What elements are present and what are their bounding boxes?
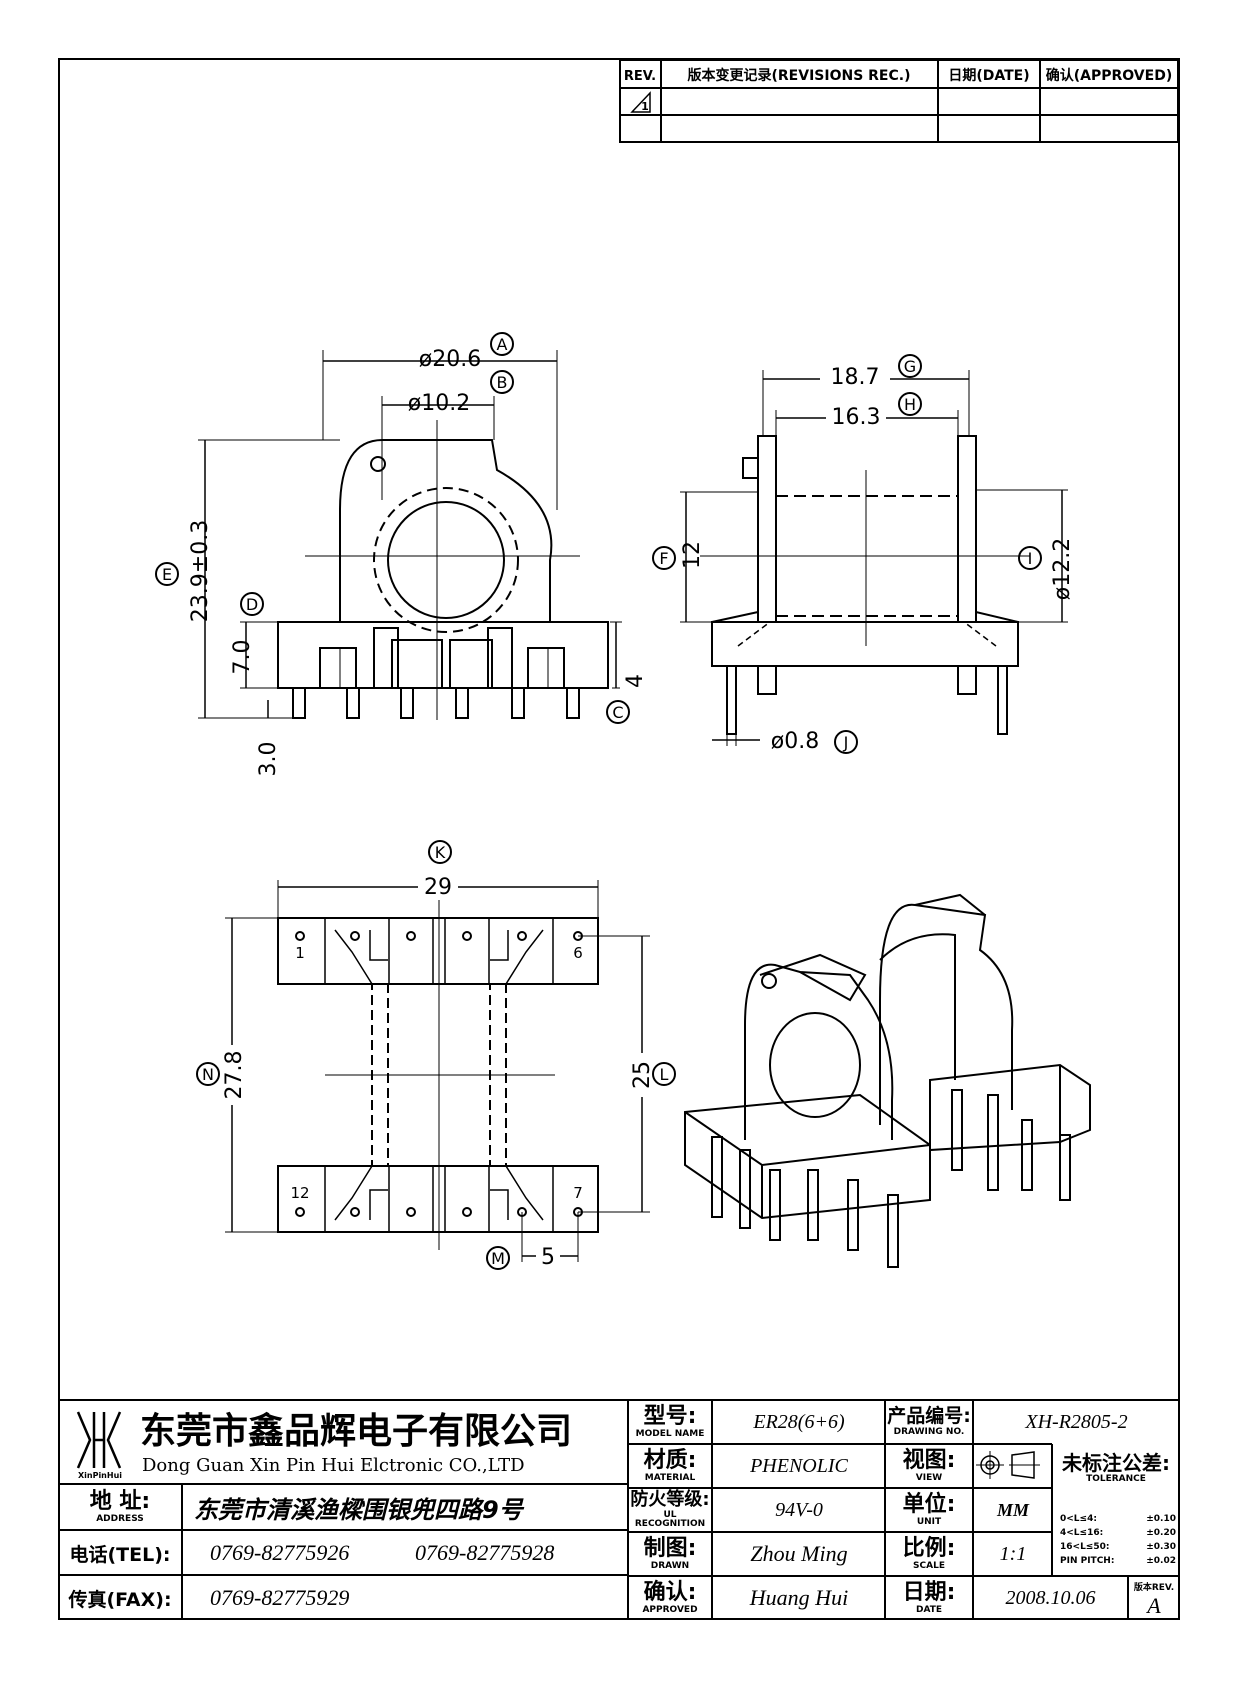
tel-label: 电话(TEL): (69, 1543, 171, 1566)
tolerance-row: 4<L≤16:±0.20 (1060, 1528, 1176, 1538)
title-block-grid (58, 1399, 1180, 1620)
version-label: 版本REV. (1133, 1582, 1175, 1593)
material-value: PHENOLIC (750, 1454, 848, 1477)
drawn-label: 制图:DRAWN (643, 1535, 697, 1571)
dim-a-letter: A (490, 332, 514, 356)
pin-number-1: 1 (295, 944, 305, 962)
dim-c-letter: C (606, 700, 630, 724)
scale-value: 1:1 (999, 1542, 1027, 1565)
ul-value: 94V-0 (775, 1498, 823, 1521)
bottom-view (277, 900, 599, 1250)
rev-header: REV. (624, 69, 656, 84)
dim-e-value: 23.9±0.3 (187, 519, 213, 623)
revision-table (619, 59, 1179, 143)
dim-b-letter: B (490, 370, 514, 394)
tolerance-row: 16<L≤50:±0.30 (1060, 1542, 1176, 1552)
tolerance-table: 0<L≤4:±0.10 4<L≤16:±0.20 16<L≤50:±0.30 P… (1060, 1512, 1176, 1568)
pin-number-7: 7 (573, 1184, 583, 1202)
dim-c-value: 4 (622, 674, 648, 688)
tel-value-2: 0769-82775928 (415, 1540, 555, 1565)
fax-value: 0769-82775929 (210, 1585, 350, 1610)
dim-f-letter: F (652, 546, 676, 570)
date-header: 日期(DATE) (948, 68, 1029, 84)
dim-m-letter: M (486, 1246, 510, 1270)
company-name-cn: 东莞市鑫品辉电子有限公司 (140, 1411, 573, 1452)
tolerance-row: 0<L≤4:±0.10 (1060, 1514, 1176, 1524)
dim-m-value: 5 (536, 1244, 560, 1270)
dim-j-value: ø0.8 (770, 728, 820, 754)
company-logo (76, 1411, 122, 1469)
unit-label: 单位:UNIT (902, 1491, 956, 1527)
dim-l-letter: L (652, 1062, 676, 1086)
dim-k-letter: K (428, 840, 452, 864)
record-header: 版本变更记录(REVISIONS REC.) (688, 67, 911, 84)
logo-text: XinPinHui (77, 1470, 123, 1480)
dim-j-letter: J (834, 730, 858, 754)
front-view (277, 420, 609, 720)
model-label: 型号:MODEL NAME (635, 1403, 705, 1439)
view-label: 视图:VIEW (902, 1447, 956, 1483)
material-label: 材质:MATERIAL (643, 1447, 697, 1483)
dim-i-letter: I (1018, 546, 1042, 570)
drawing-no-value: XH-R2805-2 (1025, 1410, 1128, 1433)
dim-g-letter: G (898, 354, 922, 378)
dim-n-letter: N (196, 1062, 220, 1086)
dim-h-letter: H (898, 392, 922, 416)
pin-number-12: 12 (290, 1184, 310, 1202)
bottom-view-dimensions (225, 880, 650, 1262)
approved-value: Huang Hui (749, 1585, 849, 1610)
dim-e-letter: E (155, 562, 179, 586)
fax-label: 传真(FAX): (68, 1588, 172, 1611)
pin-length-value: 3.0 (255, 741, 281, 777)
approved-label: 确认:APPROVED (642, 1579, 698, 1615)
address-value: 东莞市清溪渔樑围银兜四路9号 (194, 1495, 523, 1524)
dim-h-value: 16.3 (826, 404, 886, 430)
model-value: ER28(6+6) (753, 1410, 845, 1433)
rev-symbol-number: 1 (641, 100, 649, 113)
dim-d-value: 7.0 (229, 639, 255, 675)
ul-label: 防火等级:UL RECOGNITION (630, 1489, 710, 1529)
pin-number-6: 6 (573, 944, 583, 962)
isometric-view (684, 893, 1091, 1268)
tolerance-label: 未标注公差:TOLERANCE (1062, 1450, 1170, 1484)
address-label: 地 址: ADDRESS (89, 1488, 151, 1524)
company-name-en: Dong Guan Xin Pin Hui Elctronic CO.,LTD (142, 1454, 525, 1476)
version-value: A (1147, 1593, 1161, 1618)
front-view-dimensions (198, 350, 622, 719)
dim-k-value: 29 (418, 874, 458, 900)
dim-f-value: 12 (679, 541, 705, 569)
dim-b-value: ø10.2 (407, 390, 471, 416)
dim-n-value: 27.8 (221, 1045, 247, 1105)
tolerance-row: PIN PITCH:±0.02 (1060, 1556, 1176, 1566)
dim-d-letter: D (240, 592, 264, 616)
tel-value-1: 0769-82775926 (210, 1540, 350, 1565)
scale-label: 比例:SCALE (902, 1535, 956, 1571)
dim-a-value: ø20.6 (418, 346, 482, 372)
dim-g-value: 18.7 (820, 364, 890, 390)
drawing-no-label: 产品编号:DRAWING NO. (887, 1405, 971, 1437)
side-view (700, 435, 1030, 735)
approved-header: 确认(APPROVED) (1046, 67, 1172, 84)
date-value: 2008.10.06 (1005, 1586, 1096, 1609)
dim-i-value: ø12.2 (1049, 537, 1075, 601)
unit-value: MM (996, 1499, 1029, 1520)
date-label: 日期:DATE (902, 1579, 956, 1615)
drawn-value: Zhou Ming (750, 1541, 848, 1566)
